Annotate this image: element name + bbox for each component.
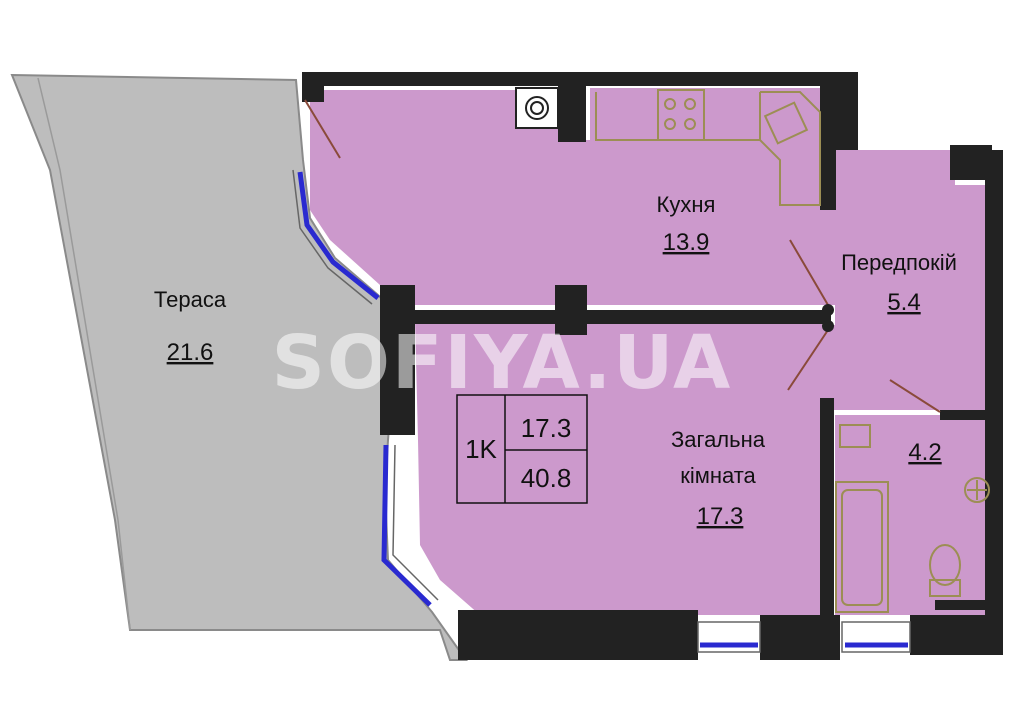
- terrace-area-value: 21.6: [167, 339, 214, 366]
- watermark: SOFIYA.UA: [272, 320, 733, 406]
- door-hinge: [822, 304, 834, 316]
- summary-living-area: 17.3: [521, 413, 572, 443]
- kitchen-label: Кухня: [657, 192, 716, 217]
- window-frames: [292, 169, 911, 653]
- living-room-area: [415, 320, 822, 615]
- terrace-label: Тераса: [154, 287, 227, 312]
- living-room-label-line1: Загальна: [671, 427, 766, 452]
- kitchen-fixtures: [515, 87, 821, 206]
- hallway-area: [822, 150, 985, 600]
- kitchen-area: [310, 88, 835, 305]
- hallway-label: Передпокій: [841, 250, 957, 275]
- living-room-area-value: 17.3: [697, 503, 744, 530]
- bathroom-area-value: 4.2: [908, 439, 941, 466]
- bathroom-fixtures: [835, 424, 990, 613]
- living-room-label-line2: кімната: [680, 463, 756, 488]
- summary-table: [456, 394, 588, 504]
- door-hinge: [822, 320, 834, 332]
- summary-total-area: 40.8: [521, 463, 572, 493]
- hallway-area-value: 5.4: [887, 289, 920, 316]
- terrace-inner-edge: [37, 77, 131, 631]
- summary-rooms-code: 1K: [465, 434, 497, 464]
- windows: [297, 171, 908, 648]
- walls: [302, 72, 1003, 660]
- kitchen-area-value: 13.9: [663, 229, 710, 256]
